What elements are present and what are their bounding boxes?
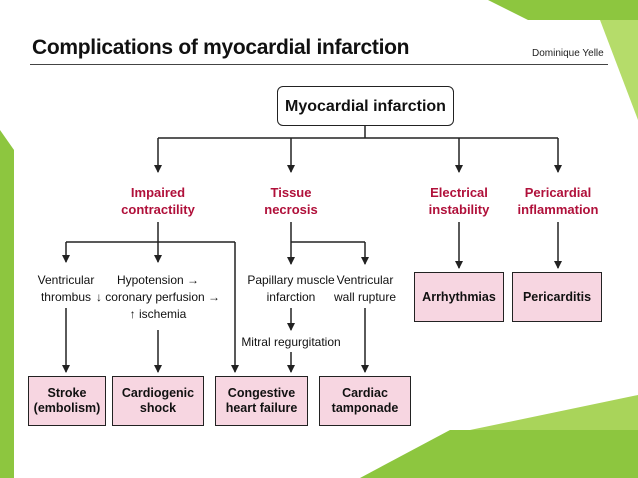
outcome-pericarditis: Pericarditis: [512, 272, 602, 322]
outcome-line-1: Congestive: [227, 386, 296, 400]
mechanism-line-1: Hypotension →: [116, 273, 200, 287]
mechanism-line-1: Ventricular: [37, 273, 95, 287]
mechanism-hypotension: Hypotension → ↓ coronary perfusion → ↑ i…: [96, 272, 220, 323]
outcome-line-1: Cardiac: [342, 386, 388, 400]
category-line-2: contractility: [121, 202, 195, 217]
page-title: Complications of myocardial infarction: [32, 36, 410, 59]
author-name: Dominique Yelle: [532, 48, 604, 59]
category-electrical-instability: Electrical instability: [429, 184, 490, 218]
category-line-1: Tissue: [270, 185, 312, 200]
outcome-stroke: Stroke (embolism): [28, 376, 106, 426]
category-line-1: Electrical: [430, 185, 488, 200]
root-label: Myocardial infarction: [285, 97, 446, 115]
outcome-congestive-heart-failure: Congestive heart failure: [215, 376, 308, 426]
outcome-arrhythmias: Arrhythmias: [414, 272, 504, 322]
category-impaired-contractility: Impaired contractility: [121, 184, 195, 218]
mechanism-line-2: ↓ coronary perfusion →: [95, 290, 221, 304]
category-line-2: inflammation: [517, 202, 599, 217]
mechanism-ventricular-wall-rupture: Ventricular wall rupture: [334, 272, 396, 306]
category-line-2: necrosis: [264, 202, 318, 217]
outcome-cardiac-tamponade: Cardiac tamponade: [319, 376, 411, 426]
mechanism-mitral-regurgitation: Mitral regurgitation: [241, 335, 341, 349]
mechanism-line-3: ↑ ischemia: [129, 307, 187, 321]
outcome-line-2: heart failure: [225, 401, 298, 415]
outcome-label: Pericarditis: [522, 289, 592, 304]
outcome-line-1: Stroke: [47, 386, 87, 400]
mechanism-line-2: wall rupture: [333, 290, 397, 304]
outcome-line-1: Cardiogenic: [121, 386, 195, 400]
outcome-label: Arrhythmias: [422, 289, 496, 304]
category-line-1: Pericardial: [524, 185, 592, 200]
root-node-myocardial-infarction: Myocardial infarction: [277, 86, 454, 126]
title-rule: [30, 64, 608, 65]
category-line-2: instability: [428, 202, 490, 217]
outcome-line-2: tamponade: [331, 401, 399, 415]
outcome-line-2: (embolism): [33, 401, 101, 415]
category-pericardial-inflammation: Pericardial inflammation: [518, 184, 599, 218]
category-line-1: Impaired: [130, 185, 186, 200]
mechanism-ventricular-thrombus: Ventricular thrombus: [38, 272, 95, 306]
category-tissue-necrosis: Tissue necrosis: [264, 184, 317, 218]
mechanism-papillary-muscle-infarction: Papillary muscle infarction: [247, 272, 334, 306]
mechanism-line-1: Ventricular: [336, 273, 394, 287]
outcome-cardiogenic-shock: Cardiogenic shock: [112, 376, 204, 426]
outcome-line-2: shock: [139, 401, 177, 415]
mechanism-line-2: infarction: [266, 290, 316, 304]
mechanism-line-2: thrombus: [40, 290, 92, 304]
mechanism-line-1: Papillary muscle: [247, 273, 335, 287]
